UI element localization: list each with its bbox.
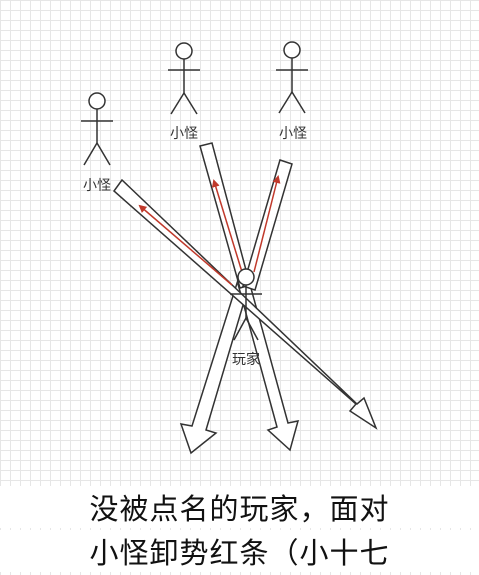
block-arrow-from-right-minion [242,159,293,291]
minion-figure-left [81,92,113,166]
block-arrow-from-left-minion [112,178,378,430]
minion-label-center: 小怪 [170,126,198,142]
caption-line-2: 小怪卸势红条（小十七 [0,530,479,572]
player-label: 玩家 [232,351,260,368]
block-arrow-down-left [179,278,250,455]
caption-line-1: 没被点名的玩家，面对 [0,486,479,528]
diagram-canvas: 小怪 小怪 小怪 玩家 [81,41,378,455]
red-line-center [211,179,243,273]
red-line-right [253,175,281,273]
minion-figure-right [276,41,308,114]
minion-label-right: 小怪 [279,126,307,142]
player-figure [230,268,262,341]
block-arrow-down-center [237,280,300,452]
minion-label-left: 小怪 [83,178,111,194]
red-line-left [138,204,233,286]
minion-figure-center [168,42,200,115]
